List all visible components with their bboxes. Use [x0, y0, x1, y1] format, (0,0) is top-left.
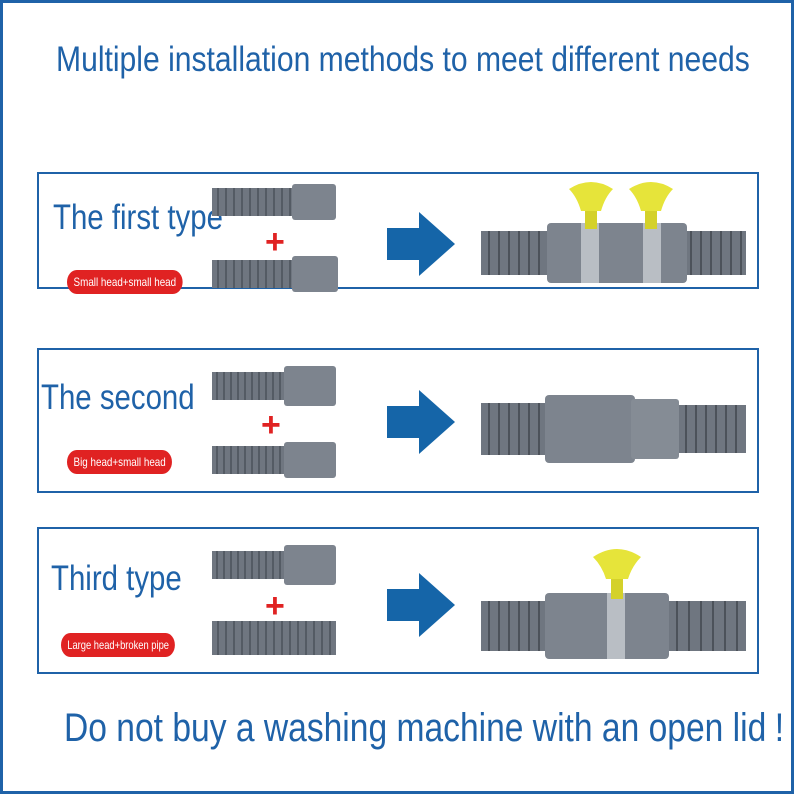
connector-type-badge: Large head+broken pipe [61, 633, 176, 657]
panel-title: The second [41, 378, 195, 417]
right-arrow-icon [387, 390, 455, 454]
connector-type-badge: Big head+small head [67, 450, 173, 474]
panel-title: The first type [53, 198, 223, 237]
right-arrow-icon [387, 212, 455, 276]
panel-second-type: The second Big head+small head + [37, 348, 759, 493]
hose-piece-bottom [212, 442, 336, 478]
panel-third-type: Third type Large head+broken pipe + [37, 527, 759, 674]
right-arrow-icon [387, 573, 455, 637]
plus-sign: + [265, 223, 285, 261]
connector-type-badge: Small head+small head [67, 270, 183, 294]
double-clamp-connection [481, 182, 746, 283]
plus-sign: + [265, 587, 285, 625]
footer-text: Do not buy a washing machine with an ope… [64, 706, 767, 750]
panel-first-type: The first type Small head+small head + [37, 172, 759, 294]
hose-piece-top [212, 545, 336, 585]
headline: Multiple installation methods to meet di… [56, 40, 750, 79]
hose-piece-bottom [212, 256, 338, 292]
panel-title: Third type [51, 559, 182, 598]
hose-piece-top [212, 366, 336, 406]
exclamation-mark: ! [774, 706, 785, 750]
hose-piece-bottom [212, 621, 336, 655]
single-clamp-connection [481, 549, 746, 659]
plus-sign: + [261, 406, 281, 444]
footer-warning: Do not buy a washing machine with an ope… [64, 706, 784, 751]
hose-piece-top [212, 184, 336, 220]
joined-hose-connection [481, 395, 746, 463]
